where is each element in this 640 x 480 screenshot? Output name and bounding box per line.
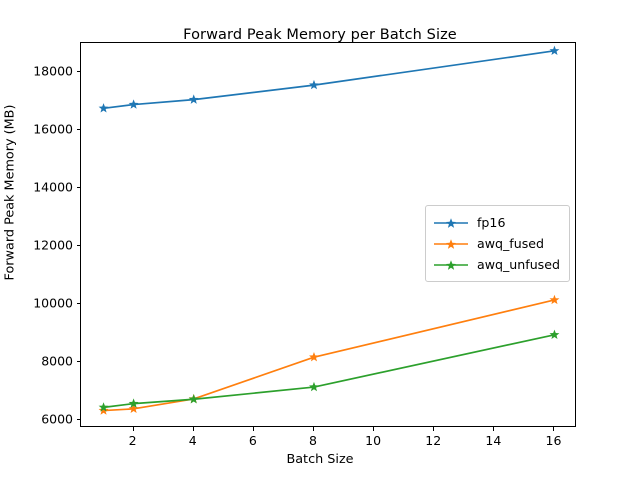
- legend-label-awq-fused: awq_fused: [477, 236, 545, 251]
- data-point-marker-fp16: [128, 99, 139, 109]
- series-line-awq_unfused: [103, 333, 555, 409]
- legend-item-fp16: fp16: [433, 212, 560, 233]
- data-point-marker-fp16: [98, 103, 109, 113]
- page-title: Forward Peak Memory per Batch Size: [183, 27, 457, 43]
- x-tick-mark: [433, 427, 435, 431]
- data-point-marker-awq_unfused: [549, 329, 560, 340]
- legend-line-sample-awq-fused: [434, 238, 468, 249]
- data-point-marker-awq_unfused: [309, 381, 319, 392]
- legend-label-fp16: fp16: [477, 215, 506, 230]
- x-tick-mark: [192, 427, 194, 431]
- y-tick-label: 14000: [33, 179, 73, 195]
- legend-item-awq-fused: awq_fused: [433, 233, 560, 254]
- x-tick-label: 4: [188, 433, 197, 448]
- legend: fp16 awq_fused awq_unfused: [425, 205, 570, 282]
- y-tick-label: 12000: [33, 237, 73, 253]
- legend-label-awq-unfused: awq_unfused: [477, 257, 560, 272]
- x-tick-label: 10: [365, 433, 382, 448]
- y-tick-mark: [76, 129, 80, 131]
- x-tick-mark: [373, 427, 375, 431]
- data-point-marker-fp16: [188, 94, 199, 104]
- y-tick-label: 6000: [41, 411, 73, 427]
- y-tick-mark: [76, 361, 80, 363]
- x-tick-mark: [553, 427, 555, 431]
- x-tick-mark: [252, 427, 254, 431]
- data-point-marker-awq_unfused: [98, 402, 109, 412]
- data-point-marker-fp16: [309, 79, 319, 90]
- series-layer: [98, 45, 560, 415]
- y-tick-mark: [76, 71, 80, 73]
- x-tick-mark: [312, 427, 314, 431]
- x-tick-label: 2: [128, 433, 137, 448]
- legend-line-sample-fp16: [434, 217, 468, 228]
- data-point-marker-awq_unfused: [128, 398, 139, 408]
- data-point-marker-awq_fused: [128, 403, 139, 414]
- data-point-marker-awq_fused: [98, 405, 109, 415]
- legend-item-awq-unfused: awq_unfused: [433, 254, 560, 275]
- data-point-marker-awq_unfused: [188, 394, 199, 404]
- series-line-awq_fused: [103, 299, 555, 412]
- x-tick-label: 8: [308, 433, 317, 448]
- series-line-fp16: [103, 49, 555, 110]
- x-tick-label: 16: [545, 433, 562, 448]
- y-tick-mark: [76, 303, 80, 305]
- x-tick-label: 12: [425, 433, 442, 448]
- x-tick-mark: [132, 427, 134, 431]
- y-tick-label: 8000: [41, 353, 73, 369]
- data-point-marker-fp16: [549, 45, 560, 56]
- y-tick-label: 16000: [33, 121, 73, 137]
- y-tick-label: 10000: [33, 295, 73, 311]
- data-point-marker-awq_fused: [549, 294, 560, 305]
- x-tick-label: 14: [485, 433, 502, 448]
- data-point-marker-awq_fused: [309, 351, 319, 362]
- x-tick-label: 6: [248, 433, 257, 448]
- legend-line-sample-awq-unfused: [434, 259, 468, 270]
- y-tick-mark: [76, 245, 80, 247]
- x-tick-mark: [493, 427, 495, 431]
- y-tick-mark: [76, 419, 80, 421]
- y-tick-mark: [76, 187, 80, 189]
- x-axis-label: Batch Size: [286, 452, 354, 467]
- y-tick-label: 18000: [33, 63, 73, 79]
